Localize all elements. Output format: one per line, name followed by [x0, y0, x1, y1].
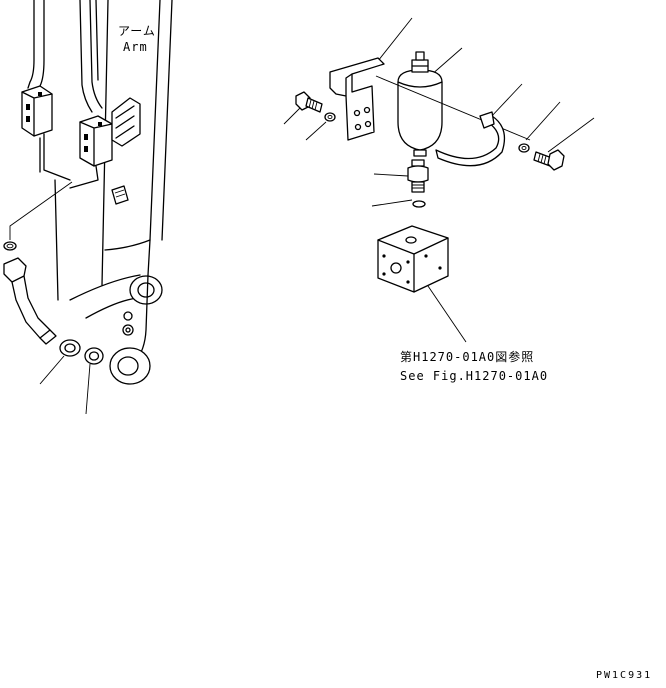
- mount-bracket: [329, 57, 385, 141]
- pipe-b-2: [89, 0, 103, 109]
- arm-label-jp: アーム: [118, 24, 156, 38]
- arm-edge-right: [147, 0, 161, 276]
- o-ring-right: [412, 200, 426, 208]
- mount-bracket-hole-1: [353, 109, 361, 117]
- clamp-right-bolt-1: [84, 134, 88, 140]
- clamp-left-bolt-1: [26, 104, 30, 110]
- leader-o-ring-right: [371, 199, 413, 207]
- assembly-axis: [375, 75, 531, 141]
- adapter-stem: [411, 181, 425, 193]
- leader-bushing-2: [85, 363, 91, 415]
- arm-bolt-2-hole: [125, 327, 131, 333]
- bolt-left-thread: [308, 99, 318, 111]
- hose-end: [39, 329, 57, 345]
- leader-washer-left: [305, 121, 327, 141]
- arm-lower-boss-hole: [117, 356, 139, 376]
- pipe-vertical: [54, 179, 59, 301]
- washer-left-hole: [327, 114, 333, 120]
- bolt-right-head: [547, 149, 565, 171]
- leader-bracket: [373, 17, 413, 67]
- lever-boss-hole: [137, 282, 155, 298]
- clamp-right: [79, 115, 113, 167]
- valve-block-port-side: [390, 262, 402, 274]
- leader-o-ring: [9, 181, 73, 240]
- o-ring-inner: [6, 243, 14, 249]
- bushing-2-hole: [88, 351, 100, 361]
- bushing-1: [59, 339, 81, 357]
- accumulator-valve: [415, 51, 425, 61]
- clamp-left: [21, 85, 53, 137]
- reference-label-en: See Fig.H1270-01A0: [400, 369, 549, 383]
- bushing-2: [84, 347, 104, 365]
- clamp-left-bolt-3: [38, 92, 42, 96]
- arm-bracket-ribs: [115, 105, 135, 139]
- adapter-hex: [407, 165, 429, 183]
- arm-bolt-2: [122, 324, 134, 336]
- valve-block: [377, 225, 449, 293]
- arm-edge-right-outer: [161, 0, 173, 241]
- arm-plate-lines: [114, 189, 126, 198]
- mount-bracket-hole-2: [363, 106, 371, 114]
- clamp-right-bolt-2: [84, 146, 88, 152]
- leader-band: [489, 83, 523, 119]
- valve-block-hole-1: [382, 254, 386, 258]
- adapter-top: [411, 159, 425, 167]
- lever-top: [69, 274, 141, 301]
- valve-block-hole-5: [424, 254, 428, 258]
- clamp-right-edges: [79, 121, 113, 167]
- valve-block-hole-4: [406, 280, 410, 284]
- pipe-a-1: [27, 0, 35, 89]
- leader-adapter: [373, 173, 409, 177]
- arm-assembly: [3, 0, 173, 415]
- arm-plate: [111, 185, 129, 205]
- leader-accumulator: [429, 47, 463, 77]
- washer-left: [324, 112, 336, 122]
- leader-washer-right: [525, 101, 561, 141]
- bushing-1-hole: [64, 343, 76, 353]
- accumulator-port: [413, 149, 427, 157]
- accumulator-body: [397, 69, 443, 151]
- hose-2: [23, 275, 51, 331]
- o-ring: [3, 241, 17, 251]
- valve-block-hole-2: [382, 272, 386, 276]
- hose-1: [11, 281, 41, 339]
- washer-right-hole: [521, 145, 527, 151]
- leader-valve-block: [427, 285, 467, 343]
- valve-block-edges: [377, 237, 449, 293]
- lever-boss: [129, 275, 163, 305]
- hose-flange: [3, 257, 27, 283]
- band-tab: [479, 111, 495, 129]
- clamp-left-edges: [21, 91, 53, 137]
- accumulator-assembly: [283, 17, 595, 343]
- valve-block-port-top: [405, 236, 417, 244]
- pipe-left-lower: [43, 133, 71, 181]
- mount-bracket-hole-4: [364, 120, 372, 128]
- bolt-right-thread: [537, 153, 547, 165]
- arm-web: [104, 239, 151, 251]
- bolt-left-shank: [305, 97, 323, 113]
- arm-bolt-1: [123, 311, 133, 321]
- leader-bushing-1: [39, 355, 65, 385]
- leader-bolt-right: [547, 117, 595, 153]
- washer-right: [518, 143, 530, 153]
- mount-bracket-hole-3: [354, 123, 362, 131]
- valve-block-hole-6: [438, 266, 442, 270]
- mount-bracket-edge: [345, 73, 353, 97]
- arm-lower-boss: [109, 347, 151, 385]
- clamp-right-bolt-3: [98, 122, 102, 126]
- arm-label-en: Arm: [123, 40, 148, 54]
- drawing-code: PW1C931: [596, 670, 653, 681]
- pipe-c: [95, 0, 99, 81]
- adapter-thread: [412, 184, 424, 189]
- pipe-a-2: [39, 0, 45, 87]
- pipe-b-1: [79, 0, 93, 113]
- reference-label-jp: 第H1270-01A0図参照: [400, 350, 535, 364]
- accumulator-top-edge: [397, 81, 443, 88]
- clamp-left-bolt-2: [26, 116, 30, 122]
- leader-bolt-left: [283, 107, 301, 125]
- pipe-right-lower: [69, 165, 99, 189]
- valve-block-hole-3: [406, 260, 410, 264]
